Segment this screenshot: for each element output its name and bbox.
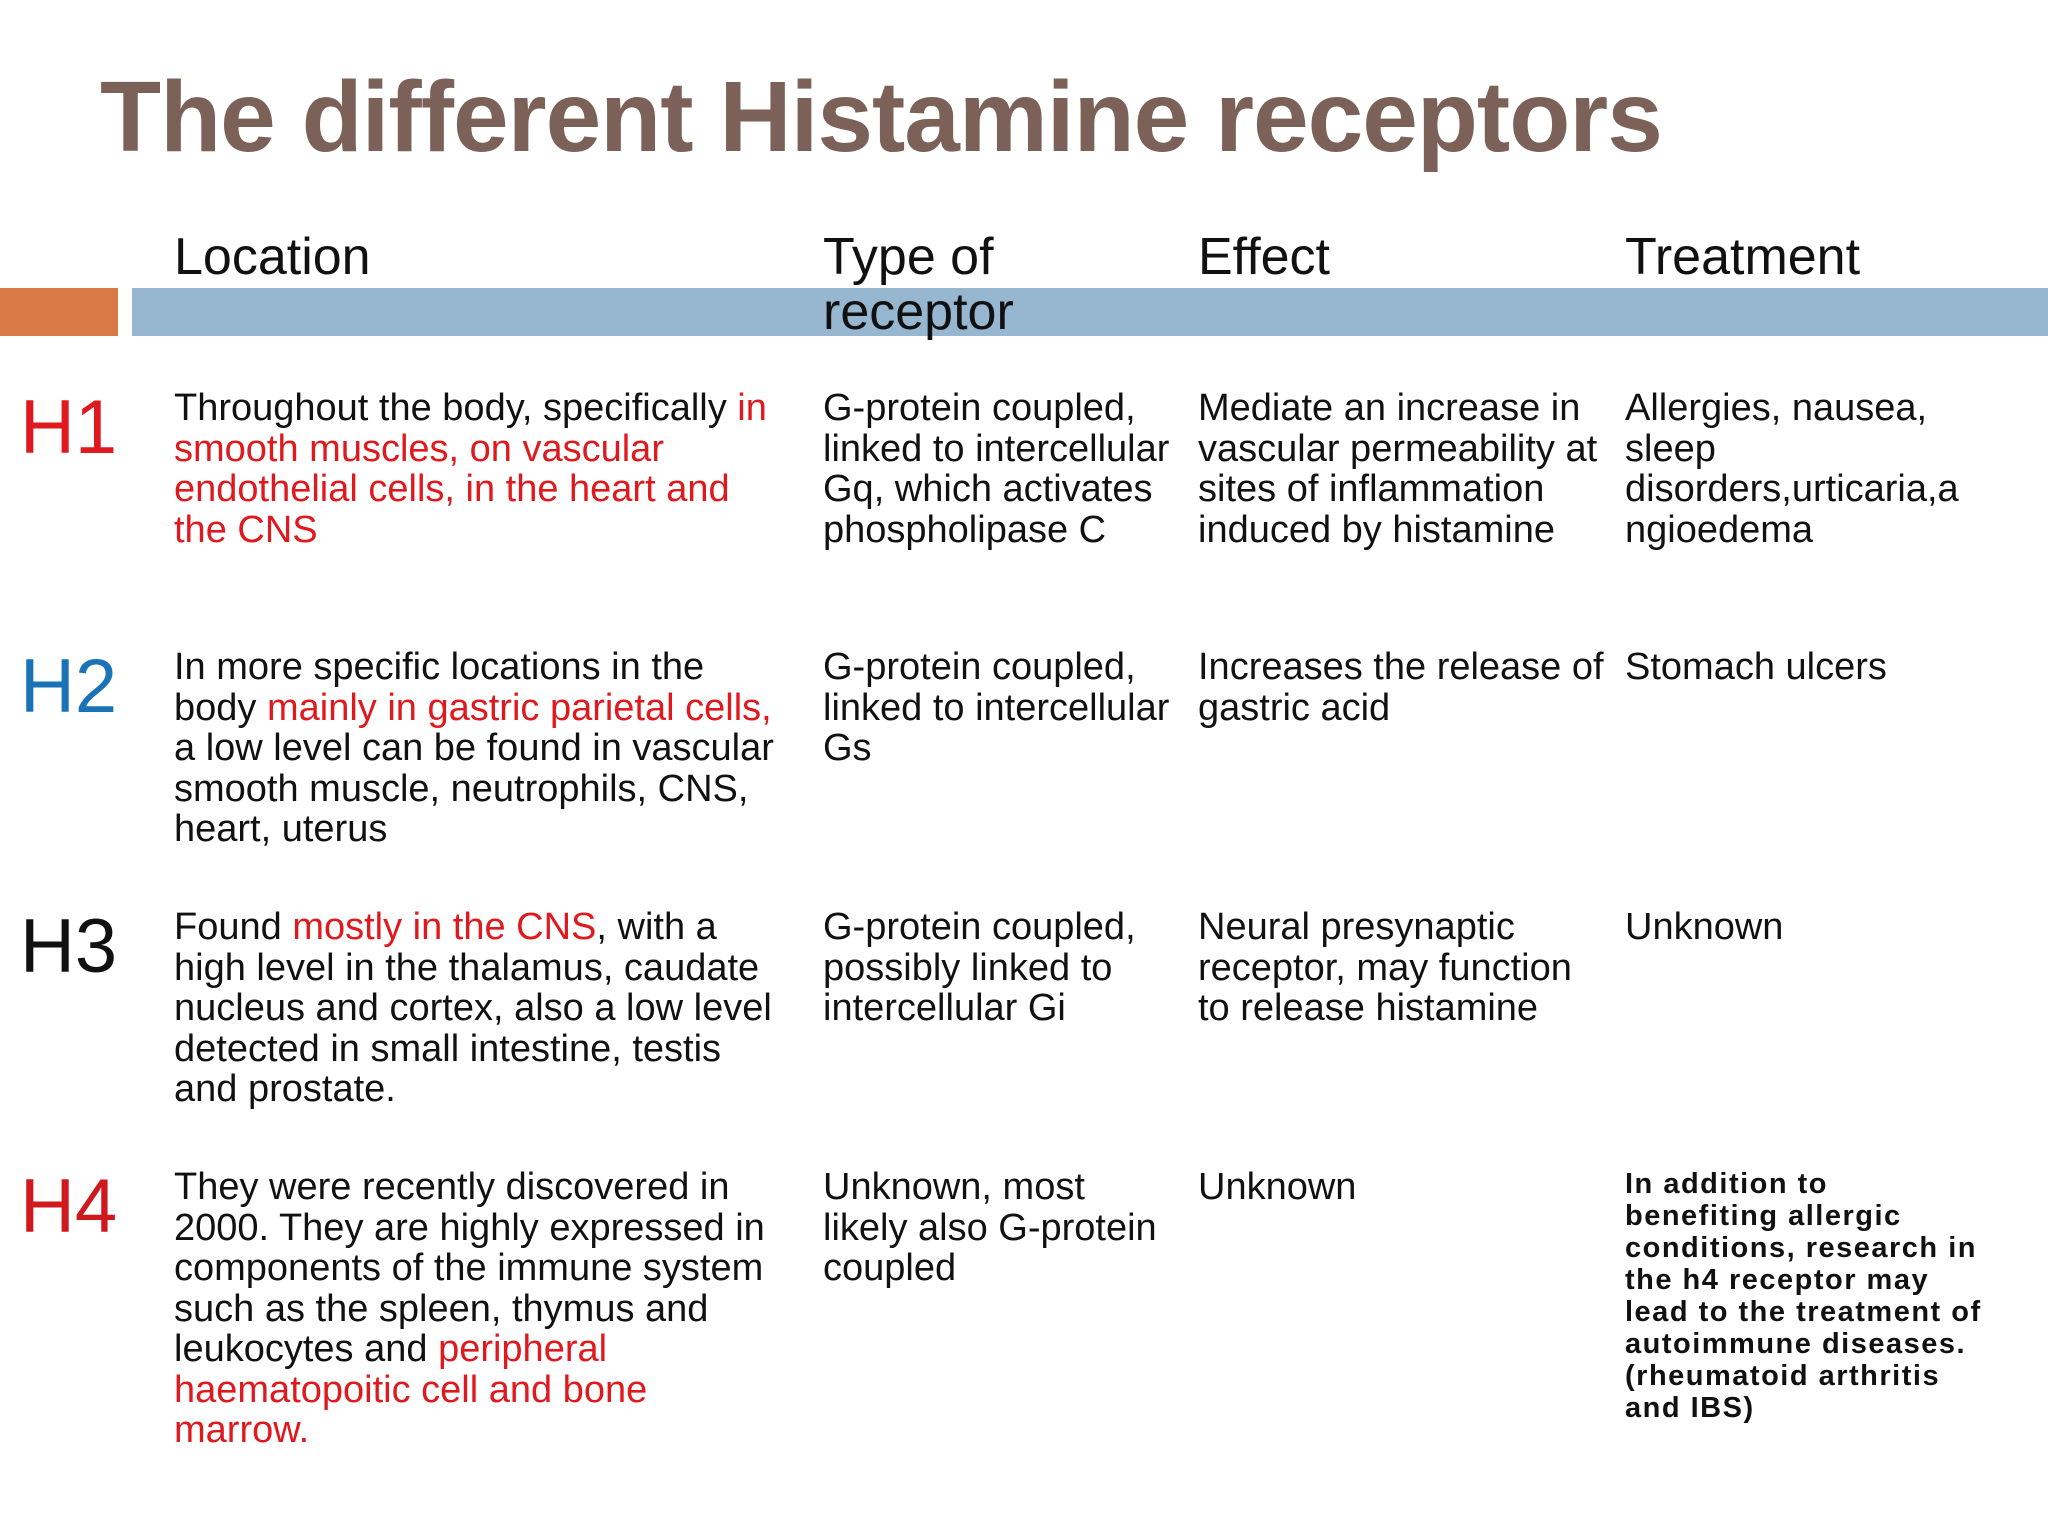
h2-location-text-a: In more specific locations in the body xyxy=(174,646,705,729)
h1-treatment: Allergies, nausea, sleep disorders,urtic… xyxy=(1625,387,1959,551)
h1-type: G-protein coupled, linked to intercellul… xyxy=(823,387,1170,551)
h4-effect: Unknown xyxy=(1198,1166,1357,1208)
h4-treatment: In addition to benefiting allergic condi… xyxy=(1625,1168,1982,1424)
h2-type: G-protein coupled, linked to intercellul… xyxy=(823,646,1170,769)
h3-treatment: Unknown xyxy=(1625,906,1784,948)
h2-location-highlight: mainly in gastric parietal cells, xyxy=(266,686,772,729)
h4-location-highlight: peripheral haematopoitic cell and bone m… xyxy=(174,1328,648,1451)
h4-type: Unknown, most likely also G-protein coup… xyxy=(823,1166,1157,1289)
slide-title: The different Histamine receptors xyxy=(100,61,1663,173)
column-header-type-line2: receptor xyxy=(823,283,1014,341)
column-header-type-line1: Type of xyxy=(823,228,994,286)
h1-effect: Mediate an increase in vascular permeabi… xyxy=(1198,387,1598,551)
h3-type: G-protein coupled, possibly linked to in… xyxy=(823,906,1136,1029)
h3-location: Found mostly in the CNS, with a high lev… xyxy=(174,907,774,1110)
h3-location-text-b: , with a high level in the thalamus, cau… xyxy=(174,906,772,1110)
accent-bar xyxy=(0,288,118,336)
h3-effect: Neural presynaptic receptor, may functio… xyxy=(1198,906,1572,1029)
h1-location-text: Throughout the body, specifically xyxy=(174,387,738,429)
h1-location: Throughout the body, specifically in smo… xyxy=(174,388,774,550)
row-label-h4: H4 xyxy=(20,1164,118,1249)
h2-location: In more specific locations in the body m… xyxy=(174,647,774,850)
h3-location-highlight: mostly in the CNS xyxy=(292,906,597,948)
h4-location-text: They were recently discovered in 2000. T… xyxy=(174,1166,765,1370)
h3-location-text-a: Found xyxy=(174,906,293,948)
row-label-h3: H3 xyxy=(20,904,118,989)
h1-location-highlight: in smooth muscles, on vascular endotheli… xyxy=(174,387,767,551)
header-bar xyxy=(132,288,2048,336)
h2-location-text-b: a low level can be found in vascular smo… xyxy=(174,727,774,850)
h2-treatment: Stomach ulcers xyxy=(1625,646,1887,688)
row-label-h2: H2 xyxy=(20,644,118,729)
h2-effect: Increases the release of gastric acid xyxy=(1198,646,1604,729)
row-label-h1: H1 xyxy=(20,385,118,470)
column-header-effect: Effect xyxy=(1198,228,1331,286)
column-header-type: Type of receptor xyxy=(823,230,1014,340)
column-header-location: Location xyxy=(174,228,371,286)
h4-location: They were recently discovered in 2000. T… xyxy=(174,1167,774,1451)
column-header-treatment: Treatment xyxy=(1625,228,1861,286)
